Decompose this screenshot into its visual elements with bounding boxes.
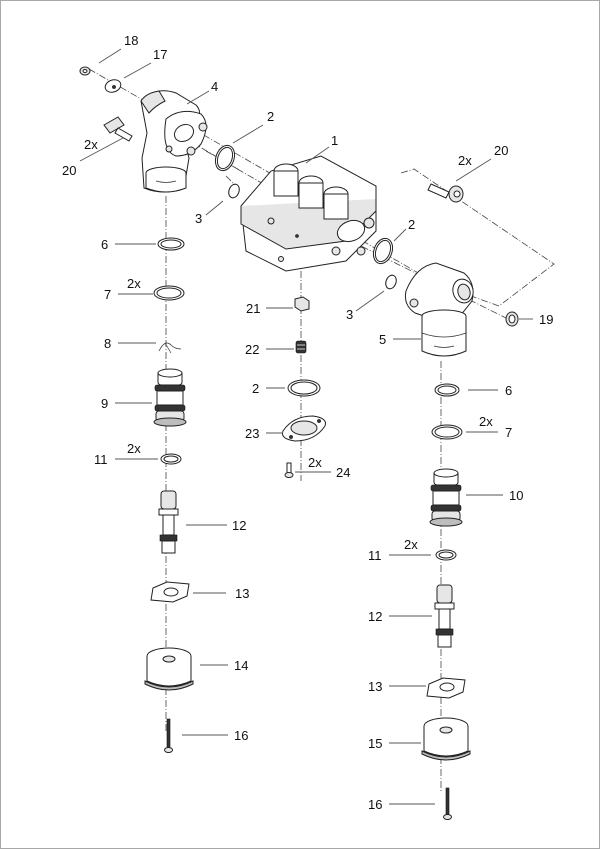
callout-11-left: 11	[94, 452, 108, 467]
callout-16-right: 16	[368, 797, 382, 812]
callout-24: 24	[336, 465, 350, 480]
part-7-oring	[153, 285, 185, 301]
part-8-clip	[158, 342, 182, 354]
part-22-spring	[295, 340, 307, 354]
callout-7-right: 7	[505, 425, 512, 440]
callout-10: 10	[509, 488, 523, 503]
callout-20-qty: 2x	[84, 137, 98, 152]
part-2-oring-right	[372, 237, 394, 265]
part-17-washer	[104, 79, 122, 93]
callout-14: 14	[234, 658, 248, 673]
part-11-oring-right	[435, 549, 457, 561]
callout-2-upper: 2	[267, 109, 274, 124]
callout-12-right: 12	[368, 609, 382, 624]
part-13-plate-right	[426, 677, 466, 699]
callout-18: 18	[124, 33, 138, 48]
callout-16-left: 16	[234, 728, 248, 743]
callout-17: 17	[153, 47, 167, 62]
part-13-plate	[150, 581, 190, 603]
part-7-oring-right	[431, 424, 463, 440]
part-10-cartridge	[429, 468, 463, 527]
part-18-washer	[79, 66, 91, 76]
part-19-seal	[505, 311, 519, 327]
callout-13-left: 13	[235, 586, 249, 601]
callout-7-right-qty: 2x	[479, 414, 493, 429]
part-24-screw	[284, 462, 294, 478]
callout-13-right: 13	[368, 679, 382, 694]
callout-21: 21	[246, 301, 260, 316]
callout-11-right-qty: 2x	[404, 537, 418, 552]
part-3-oring-upper	[228, 183, 240, 199]
part-12-spindle	[158, 490, 179, 554]
callout-15: 15	[368, 736, 382, 751]
callout-3-right: 3	[346, 307, 353, 322]
callout-20-right: 20	[494, 143, 508, 158]
part-1-valve-body	[240, 155, 377, 272]
callout-11-left-qty: 2x	[127, 441, 141, 456]
part-14-cap	[144, 647, 194, 691]
part-6-oring	[157, 237, 185, 251]
callout-6-right: 6	[505, 383, 512, 398]
callout-2-right: 2	[408, 217, 415, 232]
part-2-oring-upper	[214, 144, 236, 172]
part-9-cartridge	[153, 368, 187, 427]
callout-8: 8	[104, 336, 111, 351]
callout-20-right-qty: 2x	[458, 153, 472, 168]
callout-2-lower: 2	[252, 381, 259, 396]
callout-7-left-qty: 2x	[127, 276, 141, 291]
callout-12-left: 12	[232, 518, 246, 533]
callout-20-left: 20	[62, 163, 76, 178]
callout-23: 23	[245, 426, 259, 441]
part-20-screw-left	[103, 116, 133, 142]
part-15-cap	[421, 717, 471, 761]
part-6-oring-right	[434, 383, 460, 397]
callout-labels: 18 17 4 2x 20 2 3 1 2x 20 2 3 19 5 6 2x …	[62, 33, 553, 812]
callout-22: 22	[245, 342, 259, 357]
callout-7-left: 7	[104, 287, 111, 302]
callout-5: 5	[379, 332, 386, 347]
leader-lines	[79, 48, 533, 805]
callout-1: 1	[331, 133, 338, 148]
part-16-screw-left	[164, 718, 173, 753]
part-2-oring-lower	[287, 379, 321, 397]
callout-9: 9	[101, 396, 108, 411]
part-16-screw-right	[443, 787, 452, 820]
callout-24-qty: 2x	[308, 455, 322, 470]
callout-11-right: 11	[368, 548, 382, 563]
callout-6-left: 6	[101, 237, 108, 252]
part-11-oring	[160, 453, 182, 465]
callout-3-upper: 3	[195, 211, 202, 226]
part-4-housing	[140, 90, 208, 193]
part-3-oring-right	[385, 274, 397, 290]
part-20-screw-right	[427, 183, 464, 203]
part-23-cover	[282, 415, 326, 442]
callout-4: 4	[211, 79, 218, 94]
part-12-spindle-right	[434, 584, 455, 648]
part-5-housing	[404, 262, 474, 357]
callout-19: 19	[539, 312, 553, 327]
part-21-plug	[294, 296, 310, 312]
